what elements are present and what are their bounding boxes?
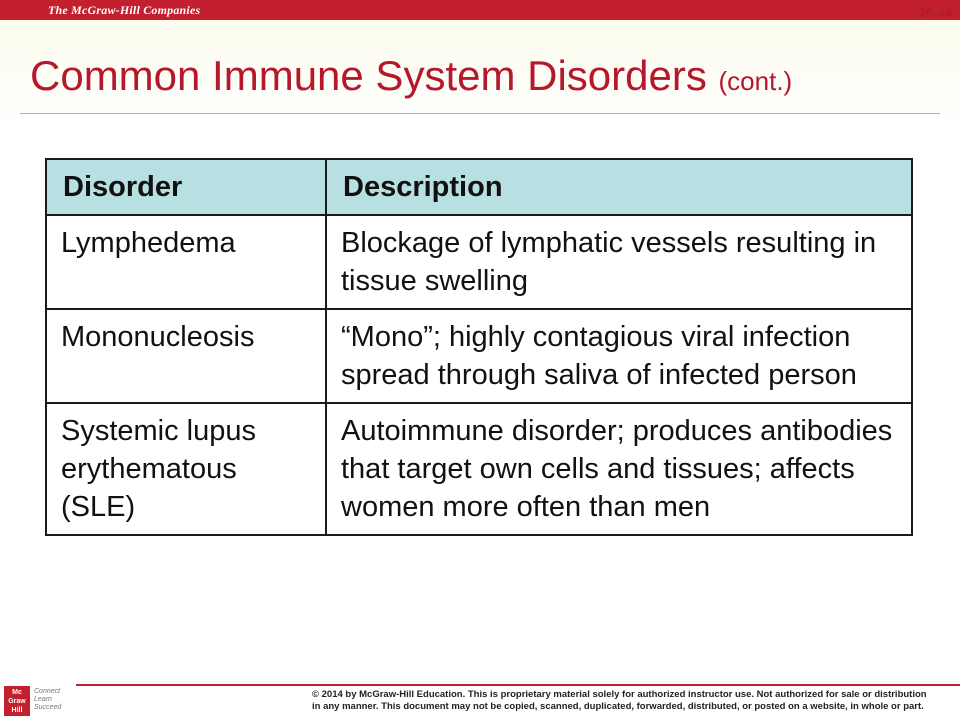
copyright-line-1: © 2014 by McGraw-Hill Education. This is…	[312, 689, 927, 700]
footer-divider	[76, 684, 960, 686]
table-header-row: Disorder Description	[45, 158, 913, 216]
description-cell: Autoimmune disorder; produces antibodies…	[325, 402, 913, 536]
top-brand-bar: The McGraw-Hill Companies	[0, 0, 960, 20]
disorder-cell: Systemic lupus erythematous (SLE)	[45, 402, 327, 536]
copyright-notice: © 2014 by McGraw-Hill Education. This is…	[312, 689, 952, 713]
description-cell: Blockage of lymphatic vessels resulting …	[325, 214, 913, 310]
table-row: Mononucleosis “Mono”; highly contagious …	[45, 308, 913, 404]
title-divider	[20, 113, 940, 114]
disorders-table: Disorder Description Lymphedema Blockage…	[45, 158, 913, 536]
mcgraw-hill-logo: Mc Graw Hill	[4, 686, 30, 716]
disorder-cell: Lymphedema	[45, 214, 327, 310]
slide-number: 28-44	[918, 5, 952, 20]
description-cell: “Mono”; highly contagious viral infectio…	[325, 308, 913, 404]
connect-tagline: Connect Learn Succeed	[34, 688, 62, 711]
disorder-cell: Mononucleosis	[45, 308, 327, 404]
column-header-disorder: Disorder	[45, 158, 327, 216]
title-main: Common Immune System Disorders	[30, 52, 707, 99]
column-header-description: Description	[325, 158, 913, 216]
copyright-line-2: in any manner. This document may not be …	[312, 701, 924, 712]
title-suffix: (cont.)	[718, 66, 793, 96]
brand-name: The McGraw-Hill Companies	[48, 3, 201, 17]
page-title: Common Immune System Disorders (cont.)	[30, 52, 792, 105]
table-row: Systemic lupus erythematous (SLE) Autoim…	[45, 402, 913, 536]
table-row: Lymphedema Blockage of lymphatic vessels…	[45, 214, 913, 310]
